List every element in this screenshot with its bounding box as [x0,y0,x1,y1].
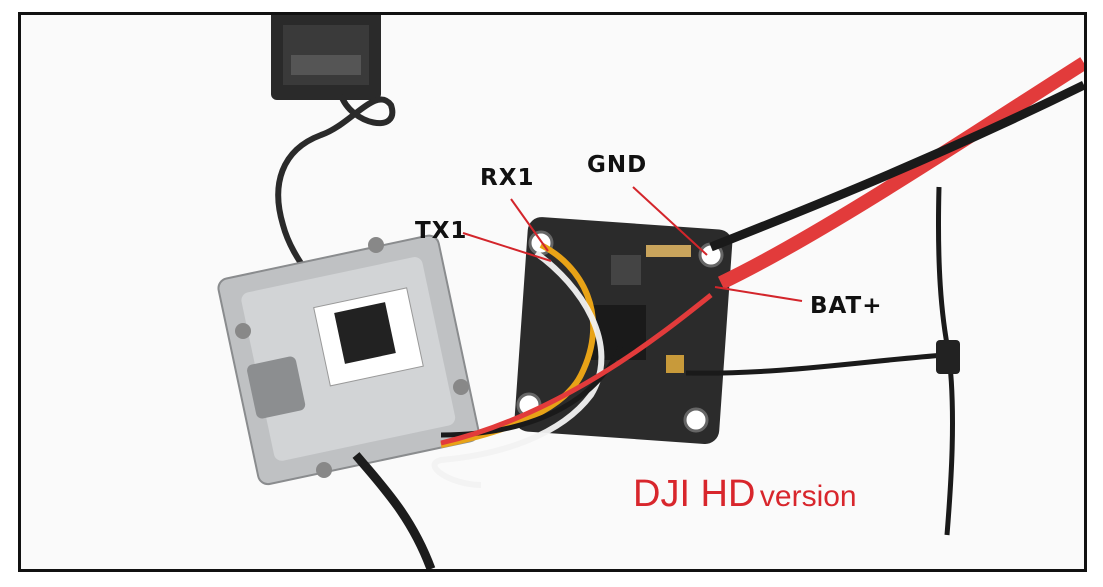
tx1-label: TX1 [415,218,467,244]
air-unit [217,234,480,486]
rx1-label: RX1 [480,165,534,191]
red-thin-wire [440,293,713,446]
gnd-label: GND [587,152,647,178]
camera-cable [275,93,396,297]
camera-module [271,15,381,100]
white-wire [431,250,605,488]
video-antenna [685,186,960,536]
black-power-wire [709,80,1084,252]
caption-main: DJI HD [633,473,756,515]
red-power-wire [717,57,1084,290]
caption-suffix: version [759,480,857,513]
air-unit-antenna [352,452,436,569]
caption: DJI HD version [633,473,857,516]
photo-frame: RX1 GND TX1 BAT+ DJI HD version [18,12,1087,572]
bat-plus-label: BAT+ [810,293,883,319]
wiring-photo: RX1 GND TX1 BAT+ [217,15,1084,569]
